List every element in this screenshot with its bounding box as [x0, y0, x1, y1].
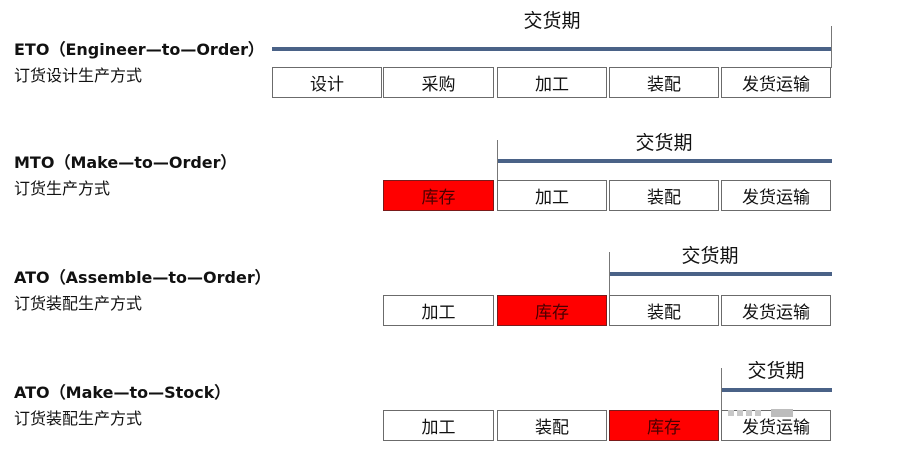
- mto-step-shipping: 发货运输: [721, 180, 831, 211]
- mto-subtitle: 订货生产方式: [14, 179, 111, 198]
- ato-delivery-start-tick: [609, 252, 610, 296]
- mts-step-assembly: 装配: [497, 410, 607, 441]
- mts-delivery-label: 交货期: [747, 360, 805, 382]
- eto-title: ETO（Engineer—to—Order）: [14, 40, 265, 59]
- eto-subtitle: 订货设计生产方式: [14, 66, 143, 85]
- mts-step-processing: 加工: [383, 410, 494, 441]
- ato-delivery-label: 交货期: [681, 245, 739, 267]
- mto-delivery-bar: [497, 159, 832, 163]
- mto-step-assembly: 装配: [609, 180, 719, 211]
- eto-delivery-bar: [272, 47, 832, 51]
- mto-step-stock: 库存: [383, 180, 494, 211]
- eto-step-processing: 加工: [497, 67, 607, 98]
- ato-step-processing: 加工: [383, 295, 494, 326]
- watermark-mark: [728, 396, 868, 430]
- ato-delivery-bar: [609, 272, 832, 276]
- ato-subtitle: 订货装配生产方式: [14, 294, 143, 313]
- mto-step-processing: 加工: [497, 180, 607, 211]
- watermark-bar-icon: [771, 409, 793, 417]
- ato-step-shipping: 发货运输: [721, 295, 831, 326]
- mto-delivery-start-tick: [497, 140, 498, 180]
- mts-delivery-start-tick: [721, 368, 722, 412]
- ato-title: ATO（Assemble—to—Order）: [14, 268, 271, 287]
- mts-title: ATO（Make—to—Stock）: [14, 383, 231, 402]
- watermark-dots-icon: [728, 410, 761, 416]
- mto-title: MTO（Make—to—Order）: [14, 153, 237, 172]
- mts-step-stock: 库存: [609, 410, 719, 441]
- mto-delivery-label: 交货期: [635, 132, 693, 154]
- eto-step-assembly: 装配: [609, 67, 719, 98]
- mts-delivery-bar: [721, 388, 832, 392]
- eto-delivery-end-tick: [831, 26, 832, 68]
- eto-step-purchase: 采购: [383, 67, 494, 98]
- mts-subtitle: 订货装配生产方式: [14, 409, 143, 428]
- ato-step-stock: 库存: [497, 295, 607, 326]
- eto-step-design: 设计: [272, 67, 382, 98]
- eto-step-shipping: 发货运输: [721, 67, 831, 98]
- ato-step-assembly: 装配: [609, 295, 719, 326]
- eto-delivery-label: 交货期: [523, 10, 581, 32]
